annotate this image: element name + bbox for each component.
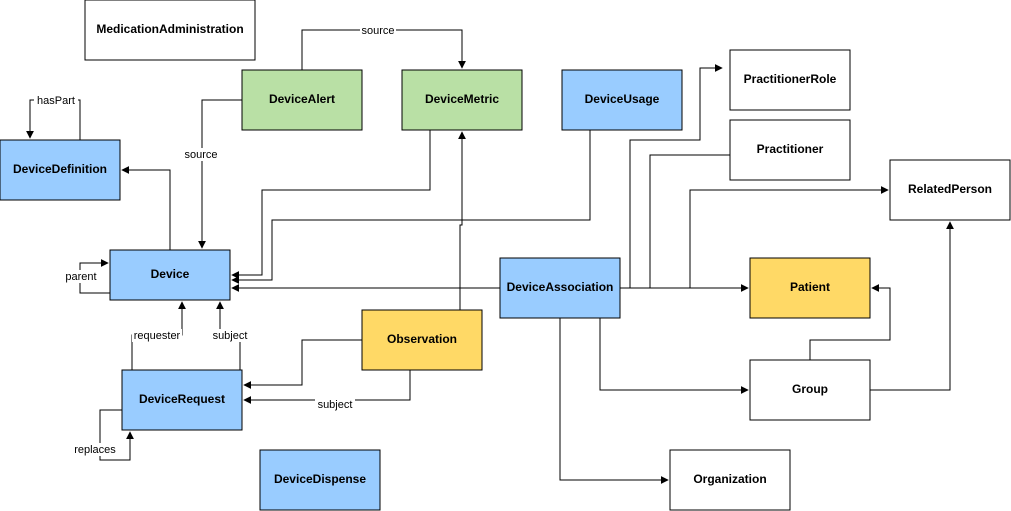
svg-text:DeviceUsage: DeviceUsage bbox=[585, 92, 660, 106]
edge-devicerequest-replaces bbox=[99, 409, 134, 461]
edge-deviceassociation-practitioner bbox=[649, 154, 730, 288]
node-device[interactable]: Device bbox=[109, 249, 231, 301]
node-device-alert[interactable]: DeviceAlert bbox=[241, 69, 363, 131]
edge-device-devicedefinition bbox=[121, 166, 171, 250]
svg-text:subject: subject bbox=[213, 330, 248, 342]
svg-text:source: source bbox=[184, 149, 217, 161]
svg-text:requester: requester bbox=[134, 330, 181, 342]
svg-text:Practitioner: Practitioner bbox=[757, 142, 824, 156]
node-practitioner-role[interactable]: PractitionerRole bbox=[729, 49, 851, 111]
node-device-association[interactable]: DeviceAssociation bbox=[499, 257, 621, 319]
label-haspart: hasPart bbox=[34, 94, 78, 107]
label-parent: parent bbox=[63, 270, 99, 283]
svg-text:parent: parent bbox=[65, 271, 96, 283]
edge-deviceassociation-practitionerrole bbox=[629, 64, 723, 288]
node-device-request[interactable]: DeviceRequest bbox=[121, 369, 243, 431]
svg-text:hasPart: hasPart bbox=[37, 95, 75, 107]
svg-text:Patient: Patient bbox=[790, 280, 830, 294]
edge-deviceassociation-relatedperson bbox=[689, 186, 889, 288]
node-group[interactable]: Group bbox=[749, 359, 871, 421]
svg-text:source: source bbox=[361, 25, 394, 37]
edge-deviceusage-device bbox=[231, 130, 591, 284]
svg-text:DeviceRequest: DeviceRequest bbox=[139, 392, 225, 406]
node-device-dispense[interactable]: DeviceDispense bbox=[259, 449, 381, 511]
svg-text:replaces: replaces bbox=[74, 444, 116, 456]
edges bbox=[26, 29, 954, 484]
svg-text:Group: Group bbox=[792, 382, 828, 396]
svg-text:Organization: Organization bbox=[693, 472, 766, 486]
label-subject-observation-request: subject bbox=[315, 398, 355, 411]
svg-text:DeviceDefinition: DeviceDefinition bbox=[13, 162, 107, 176]
node-device-usage[interactable]: DeviceUsage bbox=[561, 69, 683, 131]
node-observation[interactable]: Observation bbox=[361, 309, 483, 371]
node-related-person[interactable]: RelatedPerson bbox=[889, 159, 1011, 221]
svg-text:PractitionerRole: PractitionerRole bbox=[744, 72, 837, 86]
edge-group-patient bbox=[809, 284, 891, 360]
svg-text:MedicationAdministration: MedicationAdministration bbox=[96, 22, 243, 36]
svg-text:DeviceAlert: DeviceAlert bbox=[269, 92, 335, 106]
edge-deviceassociation-group bbox=[599, 318, 749, 394]
edge-observation-devicemetric bbox=[458, 131, 466, 310]
edge-observation-devicerequest bbox=[243, 339, 362, 389]
edge-devicemetric-device bbox=[231, 130, 431, 279]
node-practitioner[interactable]: Practitioner bbox=[729, 119, 851, 181]
label-source-alert-metric: source bbox=[360, 24, 396, 37]
svg-text:subject: subject bbox=[318, 399, 353, 411]
svg-text:Device: Device bbox=[151, 267, 190, 281]
edge-devicealert-device bbox=[198, 99, 242, 249]
edge-deviceassociation-organization bbox=[559, 318, 669, 484]
svg-text:RelatedPerson: RelatedPerson bbox=[908, 182, 992, 196]
node-device-metric[interactable]: DeviceMetric bbox=[401, 69, 523, 131]
label-source-alert-device: source bbox=[183, 148, 219, 161]
node-medication-administration[interactable]: MedicationAdministration bbox=[84, 0, 256, 61]
label-subject-request-device: subject bbox=[210, 329, 250, 342]
label-replaces: replaces bbox=[72, 443, 118, 456]
edge-labels: source hasPart source parent requester s… bbox=[34, 24, 396, 456]
edge-group-relatedperson bbox=[870, 221, 954, 391]
node-patient[interactable]: Patient bbox=[749, 257, 871, 319]
svg-text:DeviceMetric: DeviceMetric bbox=[425, 92, 499, 106]
label-requester: requester bbox=[132, 329, 182, 342]
node-organization[interactable]: Organization bbox=[669, 449, 791, 511]
svg-text:DeviceAssociation: DeviceAssociation bbox=[507, 280, 614, 294]
svg-text:DeviceDispense: DeviceDispense bbox=[274, 472, 366, 486]
edge-observation-devicerequest-subject bbox=[243, 370, 411, 404]
node-device-definition[interactable]: DeviceDefinition bbox=[0, 139, 121, 201]
svg-text:Observation: Observation bbox=[387, 332, 457, 346]
